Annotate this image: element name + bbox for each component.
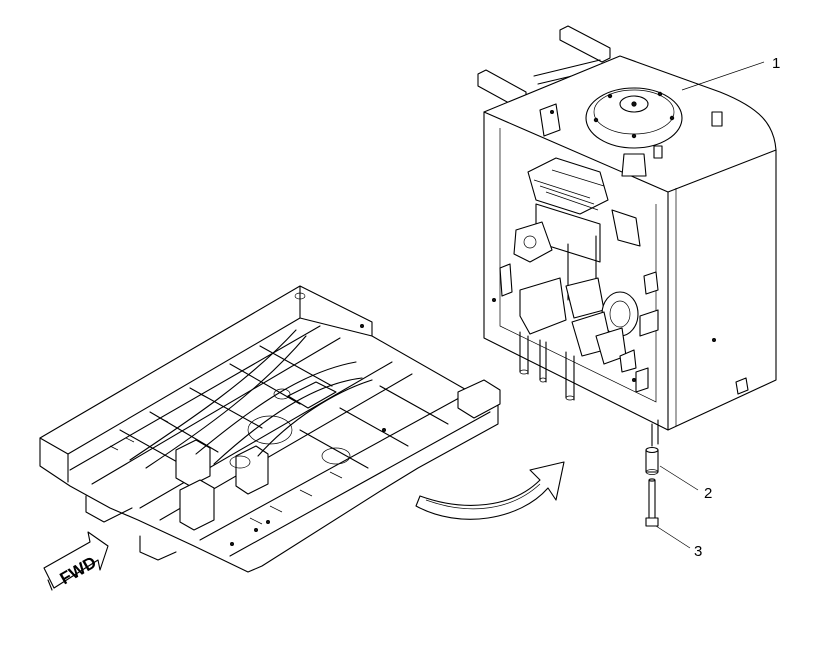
callout-1: 1 [772,55,780,72]
pin-part [645,478,659,527]
fwd-arrow-icon: FWD [43,531,109,591]
leader-lines [655,61,765,549]
curved-arrow [415,461,565,520]
sleeve-part [645,446,659,475]
tank-assembly [477,25,777,447]
chassis-frame [39,285,501,573]
callout-3: 3 [694,543,702,560]
callout-2: 2 [704,485,712,502]
